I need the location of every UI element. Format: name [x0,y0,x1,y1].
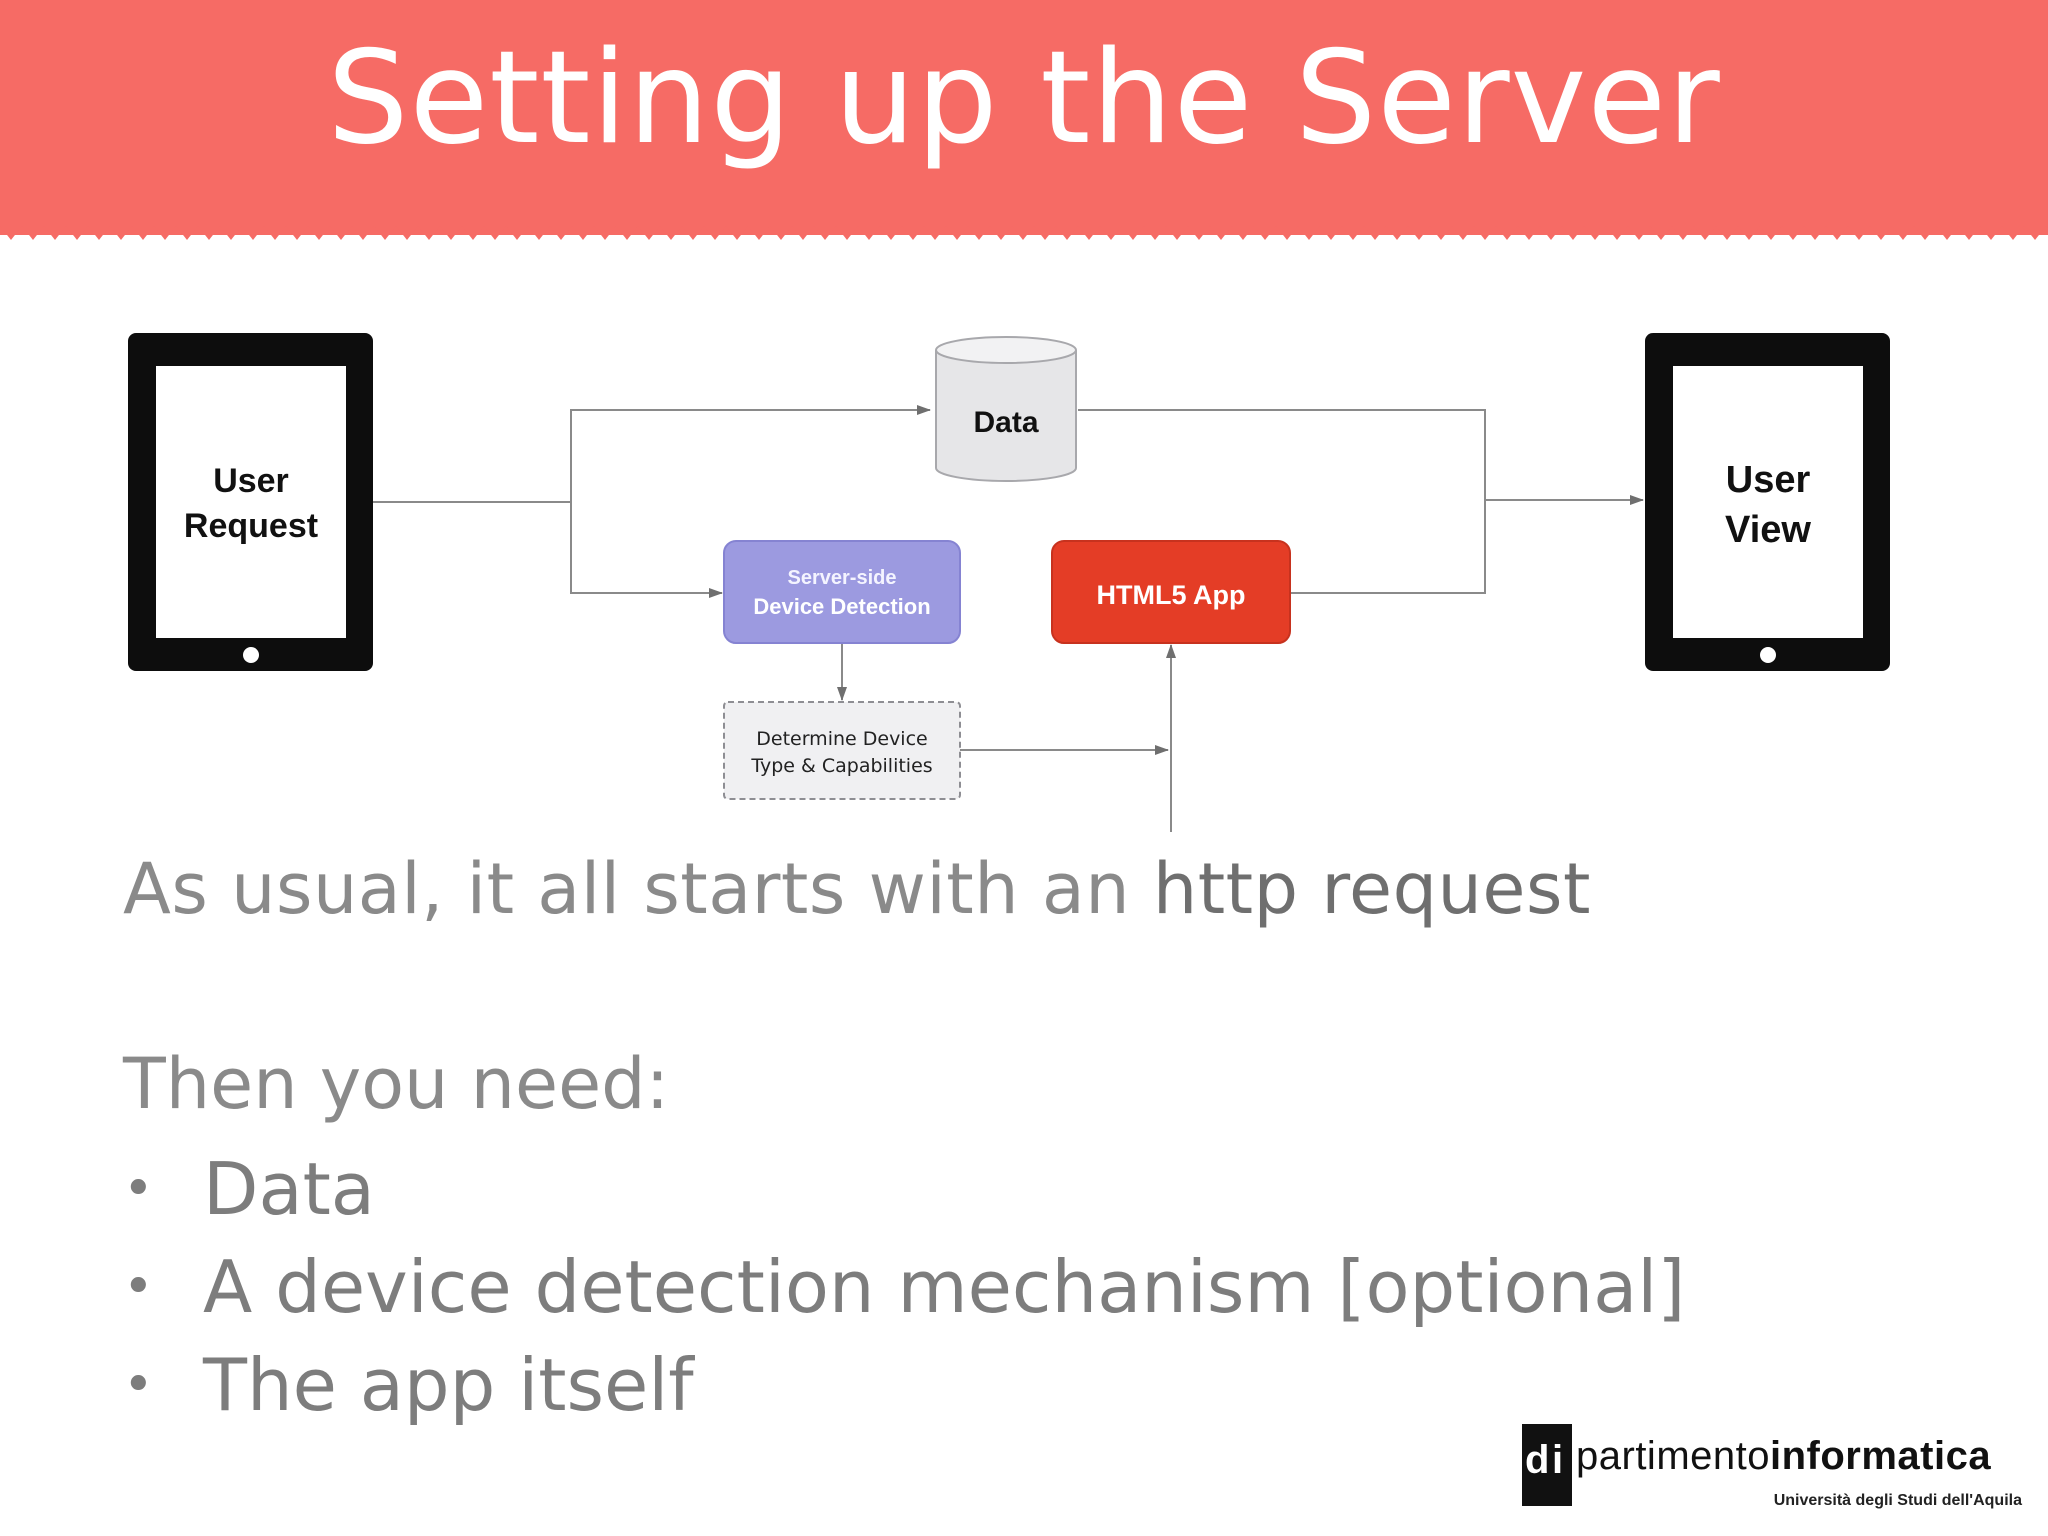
home-button-icon [243,647,259,663]
server-detection-label-line2: Device Detection [753,594,930,619]
determine-device-label-line2: Type & Capabilities [750,755,932,777]
intro-prefix: As usual, it all starts with an [123,848,1153,930]
logo-name-light: partimento [1576,1434,1770,1478]
determine-device-label-line1: Determine Device [756,728,927,750]
home-button-icon [1760,647,1776,663]
user-request-label-line1: User [213,462,289,500]
user-view-label-line2: View [1725,509,1811,551]
slide-title: Setting up the Server [327,24,1721,173]
requirements-heading: Then you need: [123,1043,670,1125]
list-item-text: A device detection mechanism [optional] [203,1245,1686,1329]
intro-text: As usual, it all starts with an http req… [123,848,1591,930]
list-item: • A device detection mechanism [optional] [123,1238,1685,1336]
bullet-icon: • [123,1257,154,1317]
slide-header [0,0,2048,235]
html5-app-box: HTML5 App [1051,540,1291,644]
department-logo: d i partimentoinformatica Università deg… [1522,1424,2022,1516]
logo-mark: d i [1522,1424,1572,1506]
determine-device-box: Determine Device Type & Capabilities [723,701,961,800]
logo-subtitle: Università degli Studi dell'Aquila [1773,1492,2022,1509]
app-to-merge-line [1290,500,1486,594]
logo-name: partimentoinformatica [1576,1434,1991,1479]
zigzag-path [0,226,2048,240]
bullet-icon: • [123,1159,154,1219]
requirements-list: • Data • A device detection mechanism [opt… [123,1140,1685,1434]
html5-app-label: HTML5 App [1097,580,1246,610]
flow-diagram: User Request User View Data Server-side … [128,333,1890,832]
logo-name-bold: informatica [1769,1434,1992,1478]
list-item: • Data [123,1140,1685,1238]
connector-lines [373,405,1644,832]
user-request-device: User Request [128,333,373,671]
split-to-data-arrow [570,405,931,502]
user-view-device: User View [1645,333,1890,671]
data-to-merge-line [1078,409,1486,500]
server-detection-box: Server-side Device Detection [723,540,961,644]
intro-emphasis: http request [1152,848,1591,930]
logo-mark-left: d [1525,1438,1550,1482]
data-store-label: Data [973,406,1038,439]
server-detection-label-line1: Server-side [788,567,897,589]
list-item-text: Data [203,1147,375,1231]
user-view-label-line1: User [1726,459,1811,501]
data-store-cylinder: Data [935,336,1077,482]
bullet-icon: • [123,1355,154,1415]
list-item: • The app itself [123,1336,1685,1434]
logo-mark-right: i [1552,1438,1564,1482]
list-item-text: The app itself [203,1343,694,1427]
header-zigzag-edge [0,226,2048,240]
split-to-detection-arrow [570,502,723,598]
user-request-label-line2: Request [184,507,318,545]
